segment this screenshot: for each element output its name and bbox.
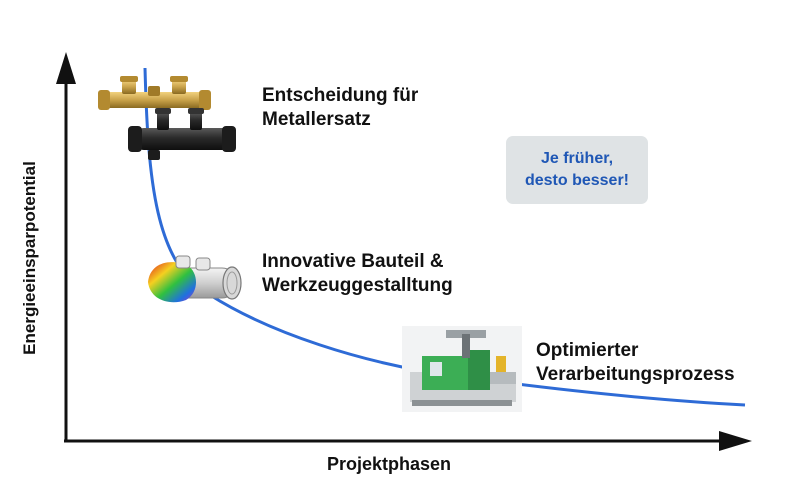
injection-molding-machine-image bbox=[402, 326, 522, 412]
stage-label-line: Optimierter bbox=[536, 340, 639, 361]
stage-label-line: Innovative Bauteil & bbox=[262, 251, 444, 272]
stage-label-line: Metallersatz bbox=[262, 109, 371, 130]
stage-label-component-design: Innovative Bauteil & Werkzeuggestalltung bbox=[262, 250, 453, 298]
y-axis-arrowhead bbox=[56, 52, 76, 84]
stage-label-line: Entscheidung für bbox=[262, 85, 419, 106]
stage-label-processing: Optimierter Verarbeitungsprozess bbox=[536, 339, 735, 387]
stage-label-line: Werkzeuggestalltung bbox=[262, 275, 453, 296]
callout-box: Je früher, desto besser! bbox=[506, 136, 648, 204]
energy-potential-curve bbox=[143, 67, 746, 407]
callout-line: Je früher, bbox=[540, 150, 614, 167]
valve-manifold-image bbox=[98, 76, 236, 160]
stage-label-metal-replacement: Entscheidung für Metallersatz bbox=[262, 84, 418, 132]
flow-simulation-image bbox=[148, 255, 242, 303]
stage-label-line: Verarbeitungsprozess bbox=[536, 364, 735, 385]
x-axis-label: Projektphasen bbox=[327, 454, 452, 474]
callout-line: desto besser! bbox=[524, 172, 630, 189]
axes bbox=[56, 52, 752, 451]
x-axis-arrowhead bbox=[719, 431, 752, 451]
